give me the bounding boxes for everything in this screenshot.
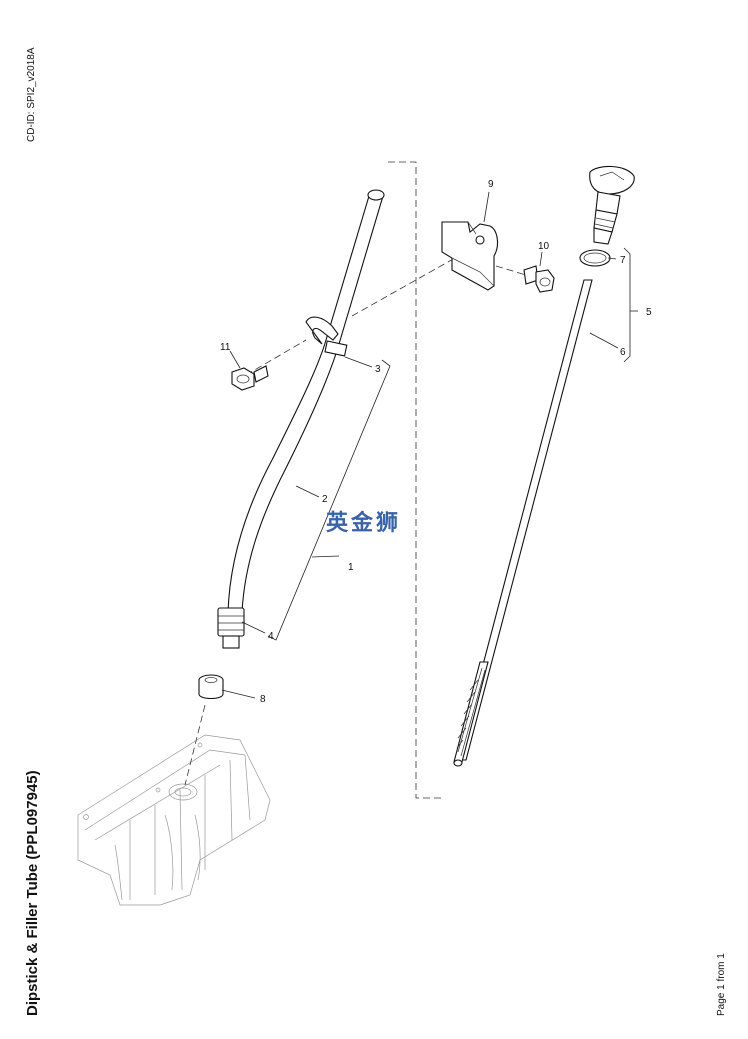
leader-lines — [221, 191, 638, 699]
seal-ring — [198, 674, 224, 700]
bolt-11 — [231, 365, 269, 391]
axis-line — [351, 257, 456, 317]
watermark-logo: 英金狮 — [326, 511, 402, 536]
mounting-bracket — [441, 221, 499, 291]
tube-clip — [305, 316, 348, 357]
o-ring-7 — [579, 249, 611, 267]
bolt-10 — [523, 265, 555, 293]
filler-tube — [227, 189, 385, 613]
dipstick-blade — [453, 279, 593, 767]
callout-4: 4 — [268, 631, 274, 642]
callout-bracket-1 — [267, 359, 391, 641]
callout-7: 7 — [620, 255, 626, 266]
assembly-boundary — [388, 161, 444, 799]
callout-5: 5 — [646, 307, 652, 318]
callout-3: 3 — [375, 364, 381, 375]
tube-fitting — [217, 607, 245, 649]
callout-11: 11 — [220, 342, 231, 353]
callout-10: 10 — [538, 241, 550, 252]
callout-1: 1 — [348, 562, 354, 573]
axis-line — [495, 265, 527, 276]
callout-bracket-5 — [623, 247, 631, 363]
callout-9: 9 — [488, 179, 494, 190]
dipstick-handle — [589, 165, 635, 245]
callout-6: 6 — [620, 347, 626, 358]
engine-block-illustration — [77, 734, 271, 906]
callout-2: 2 — [322, 494, 328, 505]
callout-8: 8 — [260, 694, 266, 705]
o-ring-7-inner — [583, 252, 607, 264]
axis-line — [245, 339, 307, 376]
axis-line — [184, 704, 206, 786]
